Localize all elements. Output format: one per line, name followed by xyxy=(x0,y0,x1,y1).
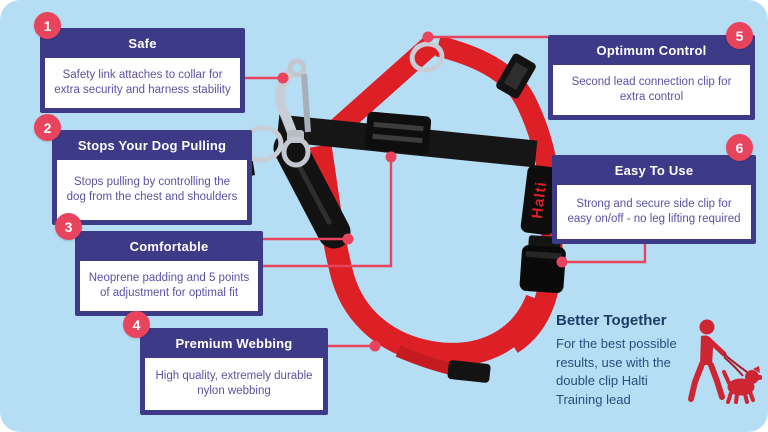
tri-glide-tip xyxy=(447,360,491,383)
number-badge-5: 5 xyxy=(726,22,753,49)
callout-body: Neoprene padding and 5 points of adjustm… xyxy=(80,261,258,311)
snap-hook-clip xyxy=(274,58,311,168)
number-badge-1: 1 xyxy=(34,12,61,39)
tri-glide-top xyxy=(496,53,536,99)
callout-premium-webbing: Premium Webbing High quality, extremely … xyxy=(140,328,328,415)
dot-4 xyxy=(369,340,381,352)
connector-lines xyxy=(245,35,647,348)
harness-straps: Halti xyxy=(238,35,566,383)
adjuster-buckle xyxy=(364,111,432,155)
number-badge-2: 2 xyxy=(34,114,61,141)
better-together-title: Better Together xyxy=(556,312,667,329)
side-release-buckle xyxy=(519,235,566,294)
callout-title: Easy To Use xyxy=(614,163,694,178)
red-side-strap xyxy=(435,35,563,353)
brand-label-patch: Halti xyxy=(520,165,561,236)
red-chest-strap xyxy=(308,144,548,366)
callout-body: Safety link attaches to collar for extra… xyxy=(45,58,240,108)
metal-o-ring xyxy=(409,41,445,73)
person-walking-dog-icon xyxy=(688,319,762,404)
callout-title: Comfortable xyxy=(129,239,209,254)
better-together-body: For the best possible results, use with … xyxy=(556,335,677,408)
callout-stops-pulling: Stops Your Dog Pulling Stops pulling by … xyxy=(52,130,252,225)
dot-1 xyxy=(277,72,289,84)
callout-safe: Safe Safety link attaches to collar for … xyxy=(40,28,245,113)
dot-3a xyxy=(342,233,354,245)
neoprene-padding-sheen xyxy=(294,160,333,226)
callout-body: Stops pulling by controlling the dog fro… xyxy=(57,160,247,220)
number-badge-4: 4 xyxy=(123,311,150,338)
connector-3b xyxy=(263,160,393,268)
brand-label-text: Halti xyxy=(529,180,550,219)
callout-body: Strong and secure side clip for easy on/… xyxy=(557,185,751,239)
callout-body: High quality, extremely durable nylon we… xyxy=(145,358,323,410)
callout-optimum-control: Optimum Control Second lead connection c… xyxy=(548,35,755,120)
dot-3b xyxy=(385,151,397,163)
callout-easy-to-use: Easy To Use Strong and secure side clip … xyxy=(552,155,756,244)
dot-5 xyxy=(422,31,434,43)
callout-title: Premium Webbing xyxy=(175,336,293,351)
better-together-note: Better Together For the best possible re… xyxy=(556,310,690,410)
callout-comfortable: Comfortable Neoprene padding and 5 point… xyxy=(75,231,263,316)
callout-body: Second lead connection clip for extra co… xyxy=(553,65,750,115)
number-badge-6: 6 xyxy=(726,134,753,161)
dot-6 xyxy=(556,256,568,268)
connector-dots xyxy=(277,31,568,352)
callout-title: Optimum Control xyxy=(596,43,707,58)
number-badge-3: 3 xyxy=(55,213,82,240)
callout-title: Safe xyxy=(128,36,157,51)
callout-title: Stops Your Dog Pulling xyxy=(77,138,227,153)
